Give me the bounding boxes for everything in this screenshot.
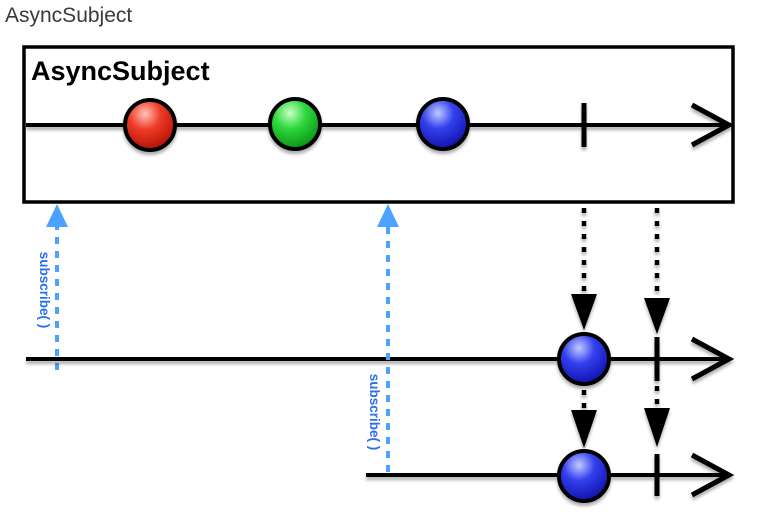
marble-blue xyxy=(416,97,470,151)
source-timeline-arrowhead-icon xyxy=(690,102,735,148)
subscribe-arrow-1 xyxy=(46,204,68,370)
page-title: AsyncSubject xyxy=(5,4,133,27)
emission-arrows xyxy=(571,208,670,448)
subscriber-2: subscribe( ) xyxy=(366,204,735,503)
emit-arrow-sub2-head-icon xyxy=(571,410,597,448)
subscriber1-timeline-arrowhead-icon xyxy=(690,336,735,382)
source-box-title: AsyncSubject xyxy=(31,56,210,86)
subscriber2-marble-blue xyxy=(557,449,611,503)
subscribe-label-1: subscribe( ) xyxy=(37,252,52,329)
subscriber2-timeline-arrowhead-icon xyxy=(690,452,735,498)
subscriber1-timeline xyxy=(26,332,735,386)
marble-green xyxy=(268,97,322,151)
complete-arrow-sub2-head-icon xyxy=(644,408,670,447)
subscribe-arrow-1-head-icon xyxy=(46,204,68,227)
subscriber2-timeline xyxy=(366,449,735,503)
source-timeline xyxy=(26,97,735,152)
subscribe-label-2: subscribe( ) xyxy=(367,374,382,451)
complete-arrow-sub1-head-icon xyxy=(644,298,670,334)
subscribe-arrow-2-head-icon xyxy=(377,204,399,227)
marble-red xyxy=(123,98,177,152)
subscribe-arrow-2 xyxy=(377,204,399,472)
subscriber-1: subscribe( ) xyxy=(26,204,735,386)
subscriber1-marble-blue xyxy=(557,332,611,386)
emit-arrow-sub1-head-icon xyxy=(571,294,597,330)
